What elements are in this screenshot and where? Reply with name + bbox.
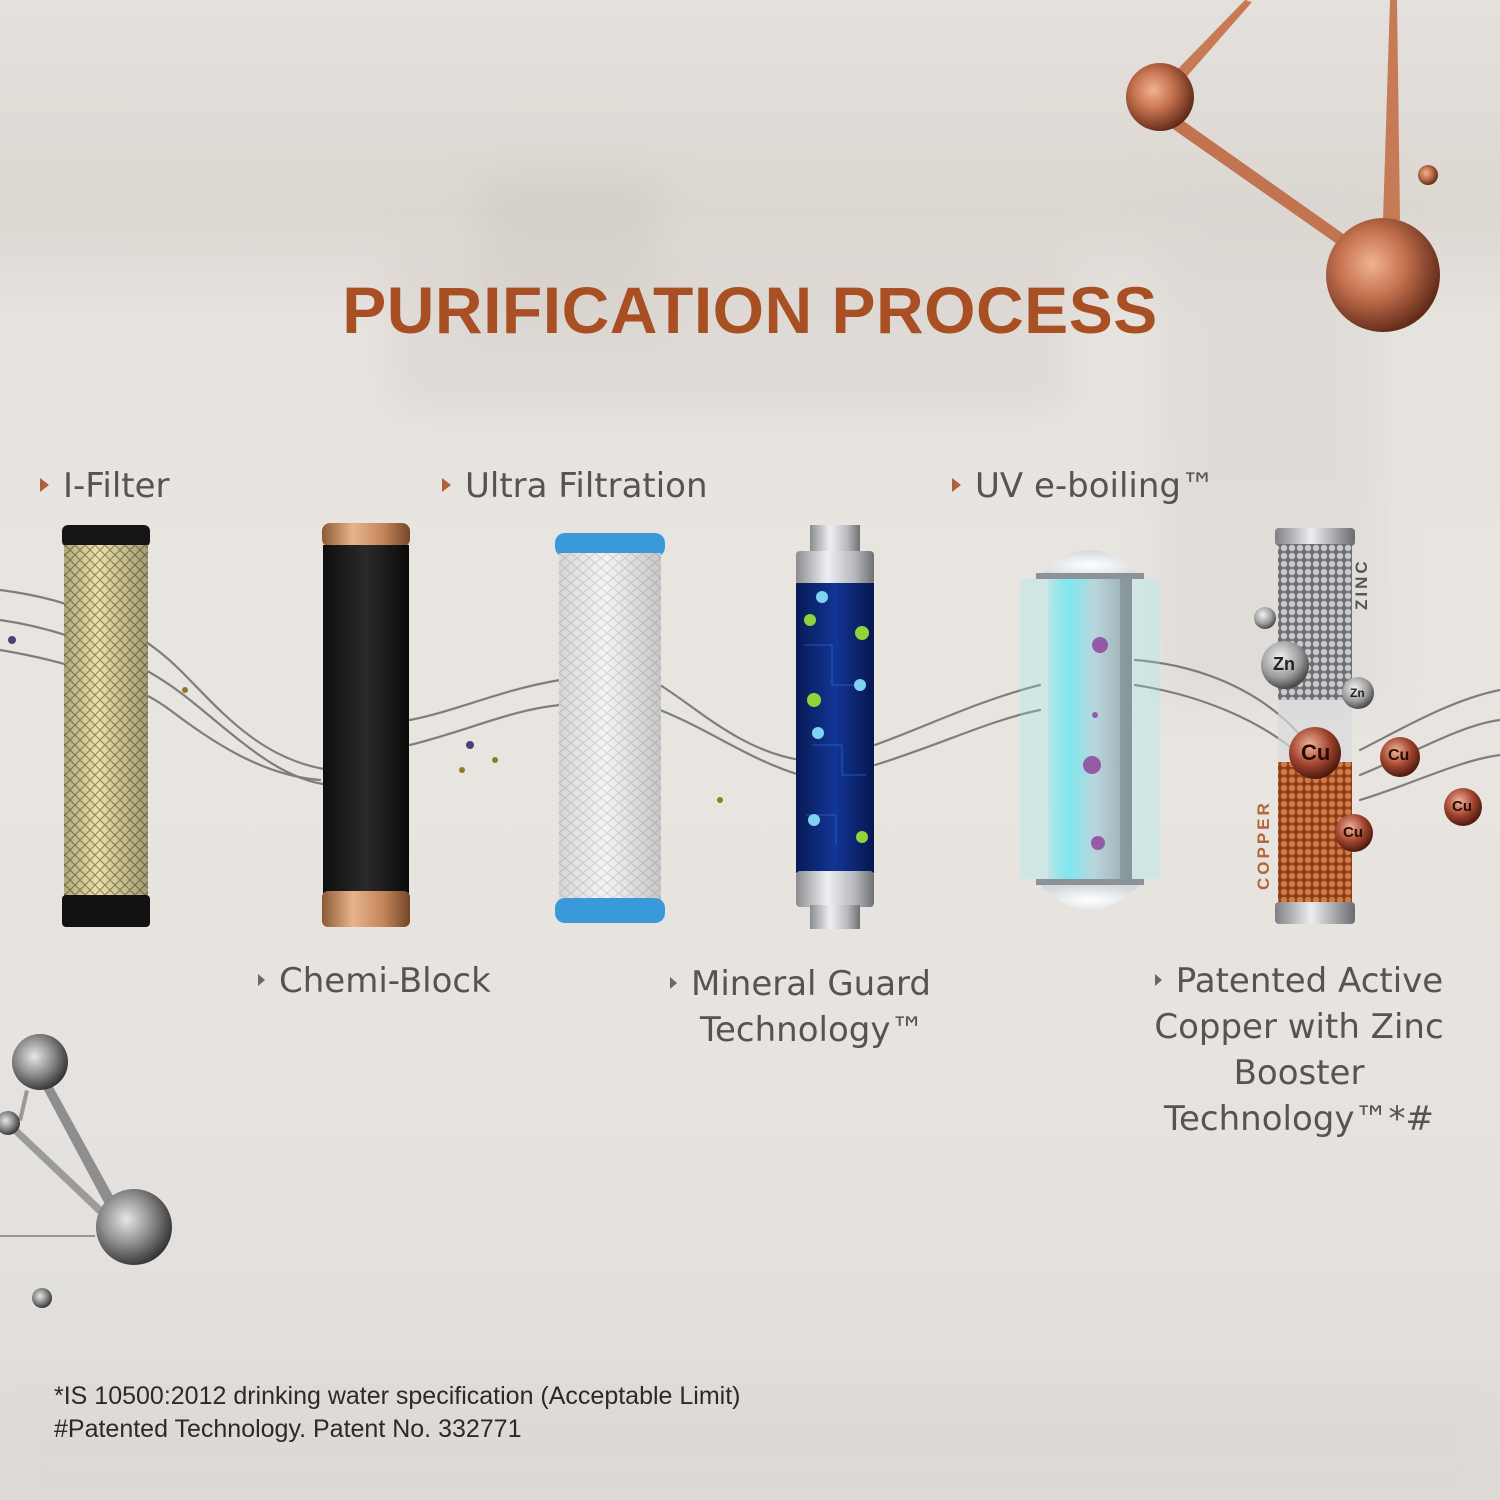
background-shape xyxy=(0,1380,1500,1500)
arrow-right-icon xyxy=(670,976,677,989)
cu-symbol: Cu xyxy=(1388,747,1410,764)
silver-molecule-icon xyxy=(0,1034,172,1308)
arrow-right-icon xyxy=(258,973,265,986)
copper-vertical-label: COPPER xyxy=(1254,800,1273,890)
cu-symbol: Cu xyxy=(1301,740,1331,765)
zn-symbol: Zn xyxy=(1350,686,1365,700)
zn-symbol: Zn xyxy=(1273,654,1295,674)
stage-label-uv-e-boiling: UV e-boiling™ xyxy=(952,463,1215,509)
i-filter-cartridge xyxy=(62,525,150,927)
footnote-patent: #Patented Technology. Patent No. 332771 xyxy=(54,1415,522,1443)
stage-label-ultra-filtration: Ultra Filtration xyxy=(442,463,708,509)
stage-label-chemi-block: Chemi-Block xyxy=(258,958,491,1004)
copper-zinc-cartridge: ZINC COPPER Zn Zn Cu Cu Cu Cu xyxy=(1240,520,1500,940)
arrow-right-icon xyxy=(1154,973,1162,986)
copper-zinc-graphic xyxy=(1254,528,1482,924)
arrow-right-icon xyxy=(40,477,49,492)
stage-label-i-filter: I-Filter xyxy=(40,463,170,509)
copper-molecule-icon xyxy=(1126,0,1440,332)
stage-label-active-copper-zinc: Patented Active Copper with Zinc Booster… xyxy=(1154,961,1444,1139)
cu-symbol: Cu xyxy=(1452,798,1472,815)
cu-symbol: Cu xyxy=(1343,824,1363,841)
zinc-vertical-label: ZINC xyxy=(1352,558,1371,610)
footnote-is-spec: *IS 10500:2012 drinking water specificat… xyxy=(54,1382,741,1410)
arrow-right-icon xyxy=(952,477,961,492)
arrow-right-icon xyxy=(442,477,451,492)
water-splash-graphic xyxy=(0,588,1500,803)
page-title: PURIFICATION PROCESS xyxy=(342,273,1158,347)
chemi-block-cartridge xyxy=(322,523,410,927)
mineral-guard-cartridge xyxy=(796,525,874,929)
ultra-filtration-cartridge xyxy=(555,533,665,923)
background-shape xyxy=(390,250,1070,410)
uv-lamp-cartridge xyxy=(1020,550,1160,910)
stage-label-mineral-guard: Mineral Guard Technology™ xyxy=(670,961,931,1053)
